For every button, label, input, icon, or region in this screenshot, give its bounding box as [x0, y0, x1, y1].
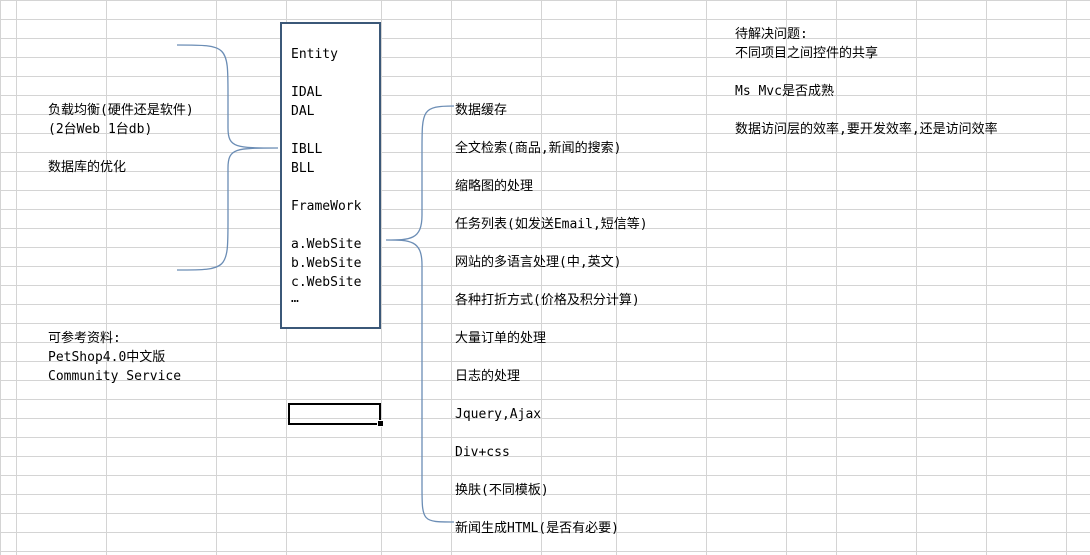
right-brace: [385, 105, 455, 523]
grid-column-line: [16, 0, 17, 555]
layer-bll[interactable]: BLL: [291, 161, 315, 176]
issue-ms-mvc[interactable]: Ms Mvc是否成熟: [735, 84, 834, 99]
layer-website-a[interactable]: a.WebSite: [291, 237, 362, 252]
layer-ibll[interactable]: IBLL: [291, 142, 323, 157]
grid-column-line: [836, 0, 837, 555]
grid-column-line: [916, 0, 917, 555]
db-optimize-note[interactable]: 数据库的优化: [48, 160, 127, 175]
grid-column-line: [451, 0, 452, 555]
load-balance-note[interactable]: 负载均衡(硬件还是软件): [48, 103, 194, 118]
issue-control-sharing[interactable]: 不同项目之间控件的共享: [735, 46, 879, 61]
reference-community-service[interactable]: Community Service: [48, 369, 182, 384]
issue-dal-efficiency[interactable]: 数据访问层的效率,要开发效率,还是访问效率: [735, 122, 998, 137]
left-brace: [176, 44, 279, 271]
layer-website-b[interactable]: b.WebSite: [291, 256, 362, 271]
grid-column-line: [541, 0, 542, 555]
layer-dal[interactable]: DAL: [291, 104, 315, 119]
fill-handle[interactable]: [377, 420, 384, 427]
reference-petshop[interactable]: PetShop4.0中文版: [48, 350, 166, 365]
topic-task-list[interactable]: 任务列表(如发送Email,短信等): [455, 217, 648, 232]
active-cell-selection[interactable]: [288, 403, 381, 425]
layer-framework[interactable]: FrameWork: [291, 199, 362, 214]
grid-column-line: [986, 0, 987, 555]
grid-column-line: [106, 0, 107, 555]
grid-column-line: [706, 0, 707, 555]
topic-logging[interactable]: 日志的处理: [455, 369, 521, 384]
topic-jquery-ajax[interactable]: Jquery,Ajax: [455, 407, 542, 422]
topic-data-cache[interactable]: 数据缓存: [455, 103, 508, 118]
references-title[interactable]: 可参考资料:: [48, 331, 121, 346]
topic-skins[interactable]: 换肤(不同模板): [455, 483, 549, 498]
topic-news-html[interactable]: 新闻生成HTML(是否有必要): [455, 521, 619, 536]
issues-title[interactable]: 待解决问题:: [735, 27, 808, 42]
topic-bulk-orders[interactable]: 大量订单的处理: [455, 331, 547, 346]
layer-website-c[interactable]: c.WebSite: [291, 275, 362, 290]
grid-column-line: [216, 0, 217, 555]
topic-thumbnails[interactable]: 缩略图的处理: [455, 179, 534, 194]
topic-discounts[interactable]: 各种打折方式(价格及积分计算): [455, 293, 640, 308]
layer-entity[interactable]: Entity: [291, 47, 338, 62]
layer-architecture-box: [280, 22, 381, 329]
grid-column-line: [616, 0, 617, 555]
layer-idal[interactable]: IDAL: [291, 85, 323, 100]
server-count-note[interactable]: (2台Web 1台db): [48, 122, 153, 137]
grid-column-line: [381, 0, 382, 555]
grid-column-line: [1066, 0, 1067, 555]
layer-ellipsis[interactable]: …: [291, 291, 299, 306]
topic-div-css[interactable]: Div+css: [455, 445, 510, 460]
topic-multilanguage[interactable]: 网站的多语言处理(中,英文): [455, 255, 622, 270]
topic-fulltext-search[interactable]: 全文检索(商品,新闻的搜索): [455, 141, 622, 156]
